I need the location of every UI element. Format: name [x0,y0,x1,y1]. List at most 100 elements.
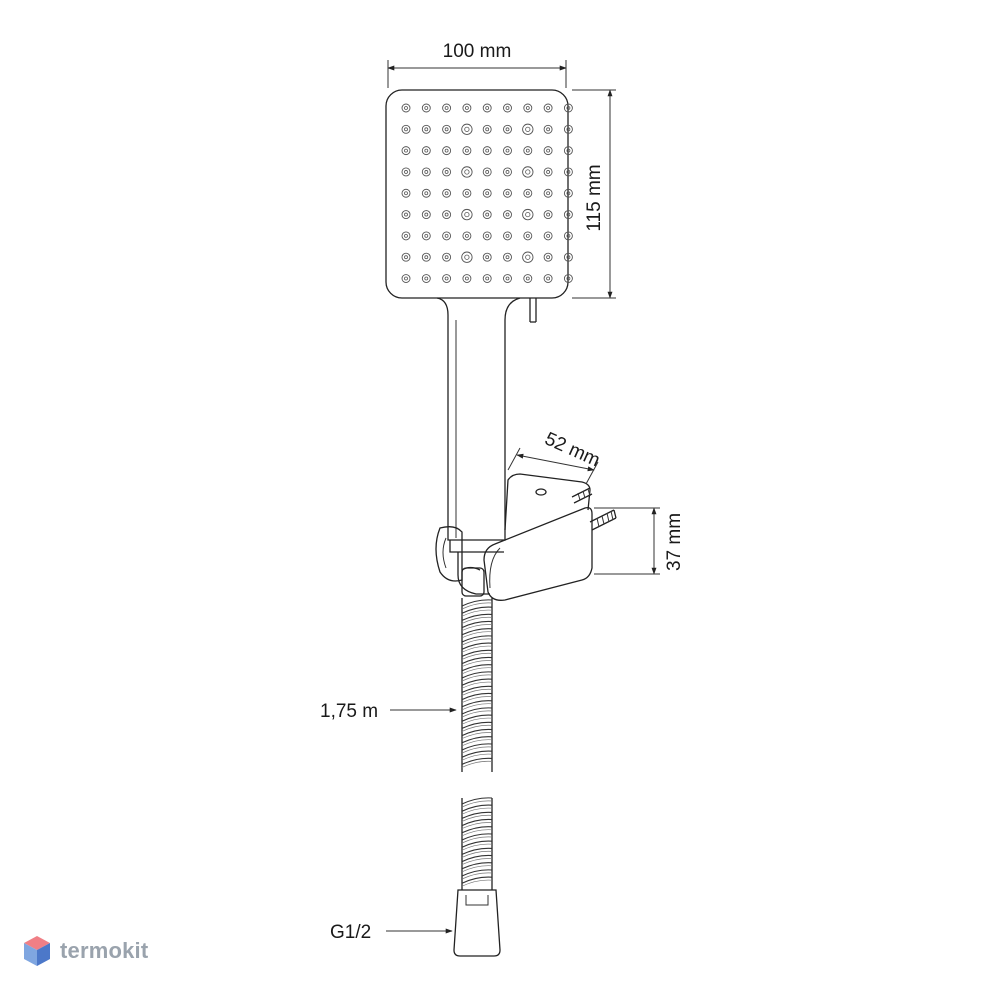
hose-coils [461,599,493,768]
hose-coil [461,797,493,805]
hose-coil [461,714,493,722]
width-label: 100 mm [443,41,512,62]
hose-coil [461,645,493,653]
nozzle-center [485,170,490,174]
nozzle [543,167,553,177]
nozzle-center [525,106,530,110]
hose-coil [461,628,493,636]
nozzle [563,252,573,262]
nozzle-center [505,276,510,281]
hose-coil [461,804,493,812]
hose-coil [461,811,493,819]
nozzle-center [464,148,469,153]
hose-coil [461,616,493,624]
nozzle [421,231,431,241]
hose-coil [461,760,493,768]
nozzle [421,167,431,177]
nozzle [543,274,553,283]
nozzle [563,210,573,220]
hose-coil [461,753,493,761]
hose-coil [461,717,493,725]
nozzle-center [566,233,571,238]
nozzle [563,231,573,241]
nozzle [421,103,431,113]
nozzle-center [444,233,449,238]
nozzle [401,103,411,113]
connection-label: G1/2 [330,922,371,943]
nozzle-center [424,106,429,110]
hose-coil [461,642,493,650]
nozzle [503,146,512,156]
hose-coil [461,833,493,841]
nozzle [442,146,452,156]
nozzle-center [546,191,550,196]
nozzle-center [464,211,470,218]
nozzle-center [444,191,449,196]
hose-coil [461,829,493,837]
nozzle [563,146,573,156]
nozzle-center [525,233,530,238]
hose-coil [461,635,493,643]
nozzle-center [546,170,550,174]
nozzle-center [404,148,408,153]
nozzle-center [505,170,510,174]
nozzle-center [546,106,550,110]
hose-coil [461,876,493,884]
cone-nut [453,889,501,957]
depth-dimension: 52 mm [507,429,603,485]
nozzle-center [404,212,408,217]
nozzle [503,167,512,177]
nozzle-center [505,255,510,260]
hose-coil [461,826,493,834]
width-dimension: 100 mm [387,41,567,88]
nozzle-center [546,127,550,132]
nozzle-center [566,127,571,132]
brand-name: termokit [60,938,149,963]
nozzle [543,124,553,134]
hose-coil [461,800,493,808]
hose-coil [461,707,493,715]
nozzle [482,210,492,220]
hose-coil [461,728,493,737]
nozzle-center [464,276,469,281]
nozzle-center [566,255,571,260]
nozzle [442,210,452,220]
nozzle-center [424,191,429,196]
nozzle-center [546,233,550,238]
nozzle-center [464,169,470,175]
hose-coil [461,850,493,858]
height-label: 115 mm [584,164,605,231]
mounting-pin [571,487,593,504]
nozzle [401,274,411,283]
nozzle-center [566,148,571,153]
hose-coil [461,613,493,621]
hose-coil [461,757,493,765]
nozzle [563,167,573,177]
nozzle [503,124,512,134]
nozzle-center [404,233,408,238]
nozzle [401,124,411,134]
hose-coil [461,620,493,629]
hose-coil [461,674,493,682]
nozzle [421,188,431,198]
brand-watermark: termokit [22,934,148,968]
hose-coil [461,664,493,672]
nozzle-center [566,170,571,174]
nozzle [442,252,452,262]
hose-coil [461,700,493,708]
termokit-logo-icon [24,936,50,966]
hose-coil [461,814,493,822]
wall-holder [435,473,617,601]
nozzle [523,274,533,283]
nozzle-center [424,212,429,217]
hose-coil [461,681,493,689]
hose-coil [461,692,493,701]
nozzle-center [525,276,530,281]
nozzle [482,231,492,241]
nozzle [563,103,573,113]
nozzle [482,274,492,283]
nozzle [503,252,512,262]
hose-coil [461,739,493,747]
hose-coil [461,750,493,758]
nozzle [563,124,573,134]
